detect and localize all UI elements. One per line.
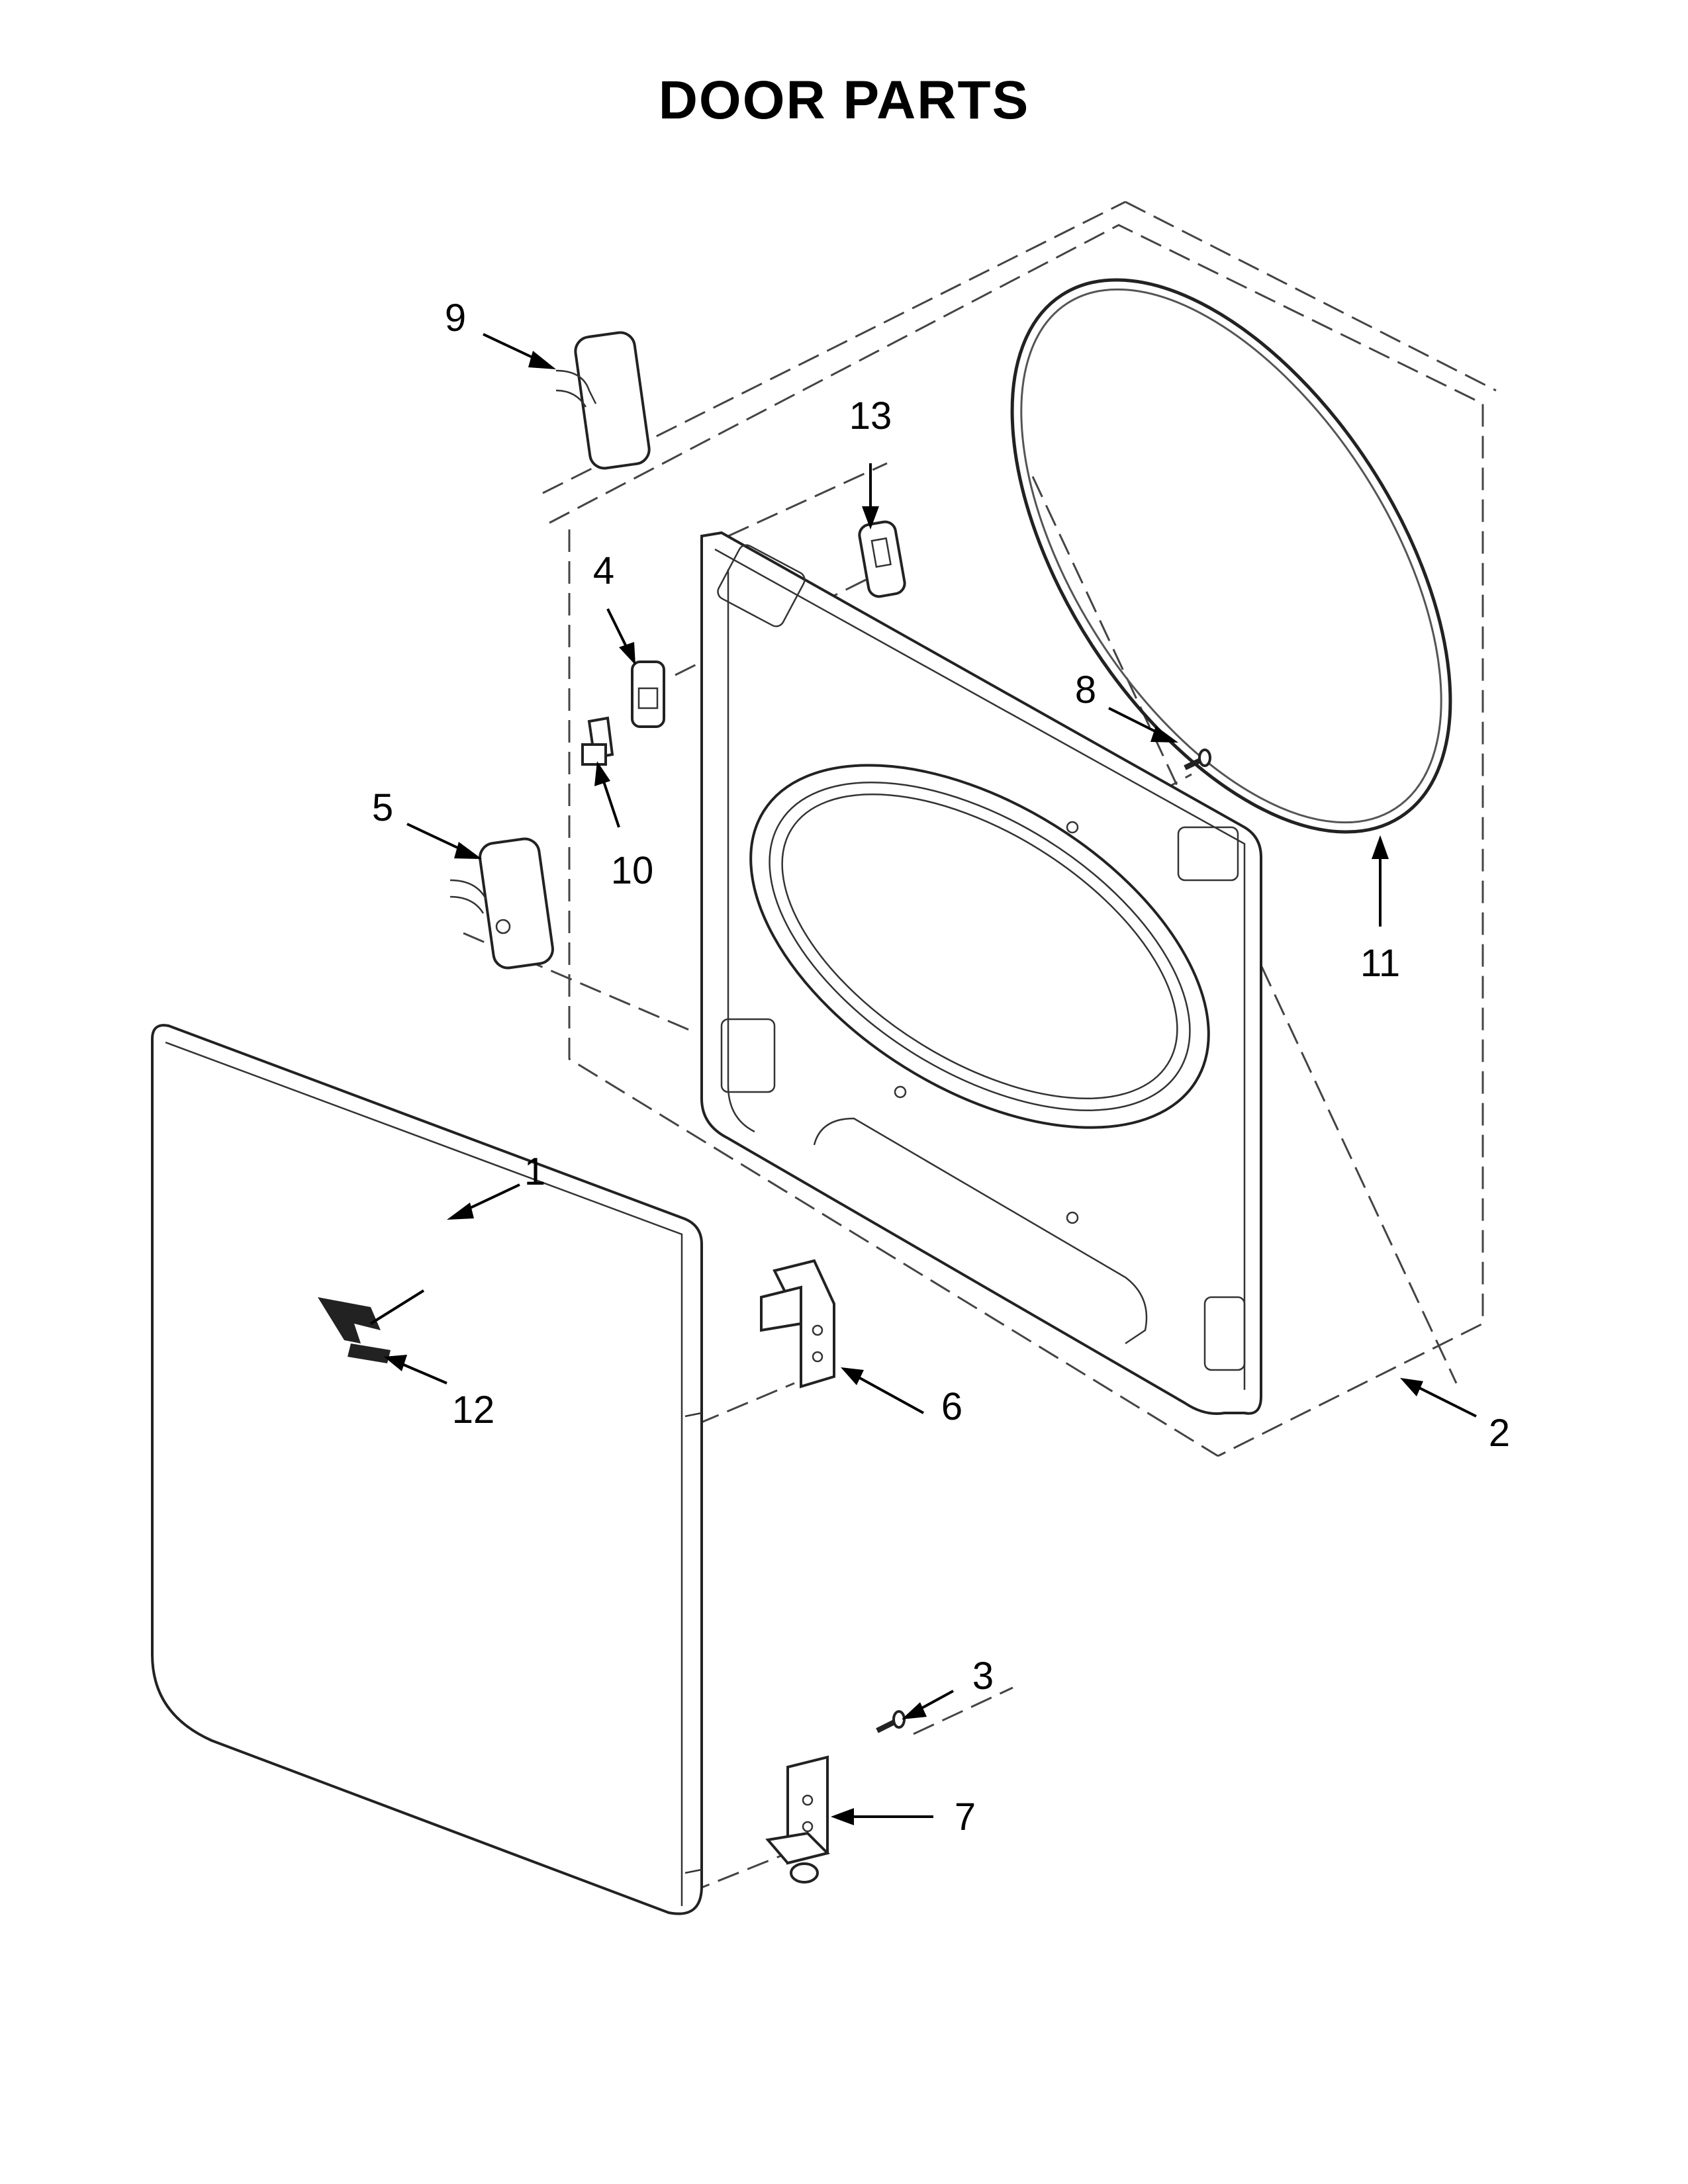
callout-13: 13	[849, 394, 892, 437]
inner-door-panel	[700, 531, 1262, 1415]
callout-7: 7	[955, 1796, 976, 1839]
outer-door-panel	[151, 1024, 703, 1915]
callout-4: 4	[593, 549, 614, 592]
callout-1: 1	[524, 1150, 545, 1193]
callout-6: 6	[941, 1385, 962, 1428]
door-gasket-ring	[1010, 278, 1452, 834]
lower-door-hinge	[765, 1755, 830, 1884]
upper-hinge-cover	[555, 331, 651, 470]
door-emblem-logo	[318, 1297, 391, 1363]
callout-9: 9	[445, 296, 466, 340]
callout-labels: 9 13 4 8 5 10 11 1 12 6 2 3 7	[372, 296, 1510, 1839]
panel-screw	[1184, 749, 1211, 770]
lower-hinge-cover	[449, 837, 554, 970]
callout-8: 8	[1075, 668, 1096, 711]
callout-10: 10	[611, 849, 654, 892]
hinge-screw	[876, 1710, 906, 1733]
callout-12: 12	[452, 1388, 495, 1432]
callout-11: 11	[1360, 942, 1400, 985]
upper-door-hinge	[760, 1259, 835, 1388]
upper-strike-insert	[858, 520, 906, 598]
callout-2: 2	[1489, 1412, 1510, 1455]
callout-3: 3	[972, 1655, 994, 1698]
callout-5: 5	[372, 786, 393, 829]
latch-clip	[581, 716, 614, 766]
page-title: DOOR PARTS	[658, 70, 1030, 130]
door-strike	[631, 660, 665, 728]
callout-arrows	[369, 333, 1477, 1825]
